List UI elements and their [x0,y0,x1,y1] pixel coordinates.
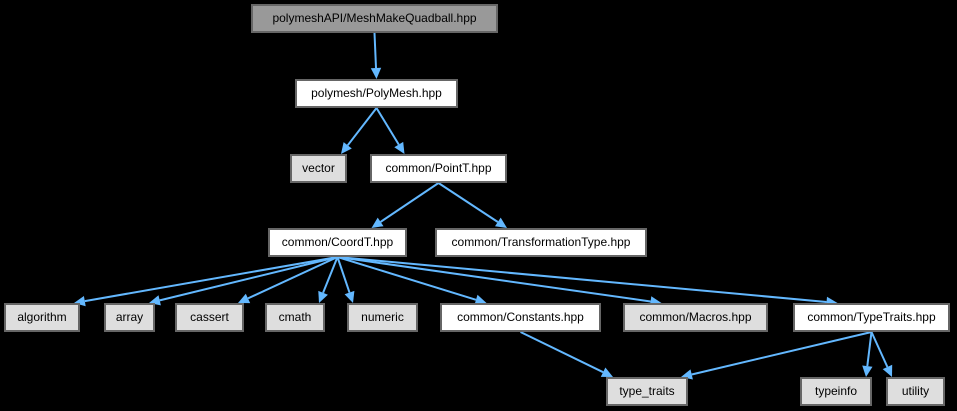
graph-edge-typetraits-to-utility [870,331,889,368]
graph-edge-constants-to-type-traits [520,331,604,374]
graph-node-polymesh-polymesh-hpp[interactable]: polymesh/PolyMesh.hpp [295,79,458,108]
graph-node-box [290,154,347,183]
graph-node-box [793,303,950,332]
graph-edge-typetraits-to-typeinfo [866,331,873,367]
graph-edge-polymesh-to-vector [346,107,378,146]
graph-arrowhead-numeric [344,290,355,303]
graph-node-box [104,303,155,332]
graph-node-box [4,303,80,332]
graph-node-type-traits[interactable]: type_traits [606,377,688,406]
graph-node-box [370,154,507,183]
graph-node-label: common/Constants.hpp [457,310,584,324]
graph-arrowhead-cmath [318,290,328,303]
graph-node-common-constants-hpp[interactable]: common/Constants.hpp [440,303,601,332]
graph-node-label: numeric [361,310,404,324]
graph-arrowhead-constants [474,294,487,305]
graph-edge-coordt-to-array [159,256,338,302]
graph-node-box [251,4,498,33]
graph-arrowhead-typeinfo [862,365,873,377]
graph-node-box [295,79,458,108]
graph-edge-pointt-to-transtype [437,182,499,223]
graph-node-common-macros-hpp[interactable]: common/Macros.hpp [623,303,768,332]
graph-node-label: polymesh/PolyMesh.hpp [311,86,442,100]
graph-node-box [440,303,601,332]
graph-edge-coordt-to-constants [337,256,477,301]
graph-edge-coordt-to-cassert [247,256,338,300]
graph-node-box [886,377,945,406]
graph-node-box [268,228,407,257]
graph-node-box [800,377,872,406]
graph-arrowhead-polymesh [370,67,382,79]
graph-node-label: algorithm [17,310,66,324]
graph-node-label: polymeshAPI/MeshMakeQuadball.hpp [272,11,476,25]
graph-edge-coordt-to-macros [337,256,651,303]
graph-edge-coordt-to-typetraits [337,256,827,303]
edge-layer [74,32,893,380]
graph-node-label: common/PointT.hpp [385,161,491,175]
graph-node-label: typeinfo [815,384,857,398]
graph-node-algorithm[interactable]: algorithm [4,303,80,332]
graph-node-common-transformationtype-hpp[interactable]: common/TransformationType.hpp [435,228,647,257]
graph-node-label: array [116,310,143,324]
graph-node-polymeshapi-meshmakequadball-hpp[interactable]: polymeshAPI/MeshMakeQuadball.hpp [251,4,498,33]
node-layer: polymeshAPI/MeshMakeQuadball.hpp polymesh… [4,4,950,406]
graph-edge-pointt-to-coordt [380,182,440,223]
graph-node-label: common/TypeTraits.hpp [807,310,936,324]
graph-edge-typetraits-to-type-traits [691,331,872,376]
graph-node-label: cassert [190,310,229,324]
graph-arrowhead-type-traits [600,367,613,377]
graph-arrowhead-array [149,295,161,306]
graph-node-label: common/Macros.hpp [639,310,751,324]
graph-node-box [435,228,647,257]
graph-node-array[interactable]: array [104,303,155,332]
graph-node-box [347,303,418,332]
graph-node-common-pointt-hpp[interactable]: common/PointT.hpp [370,154,507,183]
graph-edge-root-to-polymesh [373,32,377,69]
graph-arrowhead-type-traits [681,369,693,380]
graph-arrowhead-utility [882,364,893,377]
graph-node-label: type_traits [619,384,674,398]
graph-edge-coordt-to-numeric [336,256,351,293]
graph-edge-coordt-to-cmath [322,256,339,294]
graph-node-cmath[interactable]: cmath [265,303,325,332]
graph-node-common-typetraits-hpp[interactable]: common/TypeTraits.hpp [793,303,950,332]
graph-arrowhead-pointt [394,141,405,154]
graph-node-cassert[interactable]: cassert [175,303,244,332]
graph-node-typeinfo[interactable]: typeinfo [800,377,872,406]
graph-node-vector[interactable]: vector [290,154,347,183]
graph-arrowhead-vector [341,142,352,154]
graph-node-box [175,303,244,332]
graph-node-common-coordt-hpp[interactable]: common/CoordT.hpp [268,228,407,257]
graph-arrowhead-coordt [371,217,384,228]
graph-node-box [265,303,325,332]
graph-node-box [623,303,768,332]
graph-node-box [606,377,688,406]
graph-node-label: common/TransformationType.hpp [452,235,631,249]
graph-arrowhead-cassert [238,293,251,304]
graph-node-label: vector [302,161,335,175]
graph-node-numeric[interactable]: numeric [347,303,418,332]
graph-edge-coordt-to-algorithm [84,256,338,303]
graph-node-label: utility [902,384,929,398]
graph-node-utility[interactable]: utility [886,377,945,406]
graph-node-label: cmath [279,310,312,324]
graph-node-label: common/CoordT.hpp [282,235,394,249]
graph-arrowhead-transtype [495,217,507,228]
graph-edge-polymesh-to-pointt [375,107,400,146]
